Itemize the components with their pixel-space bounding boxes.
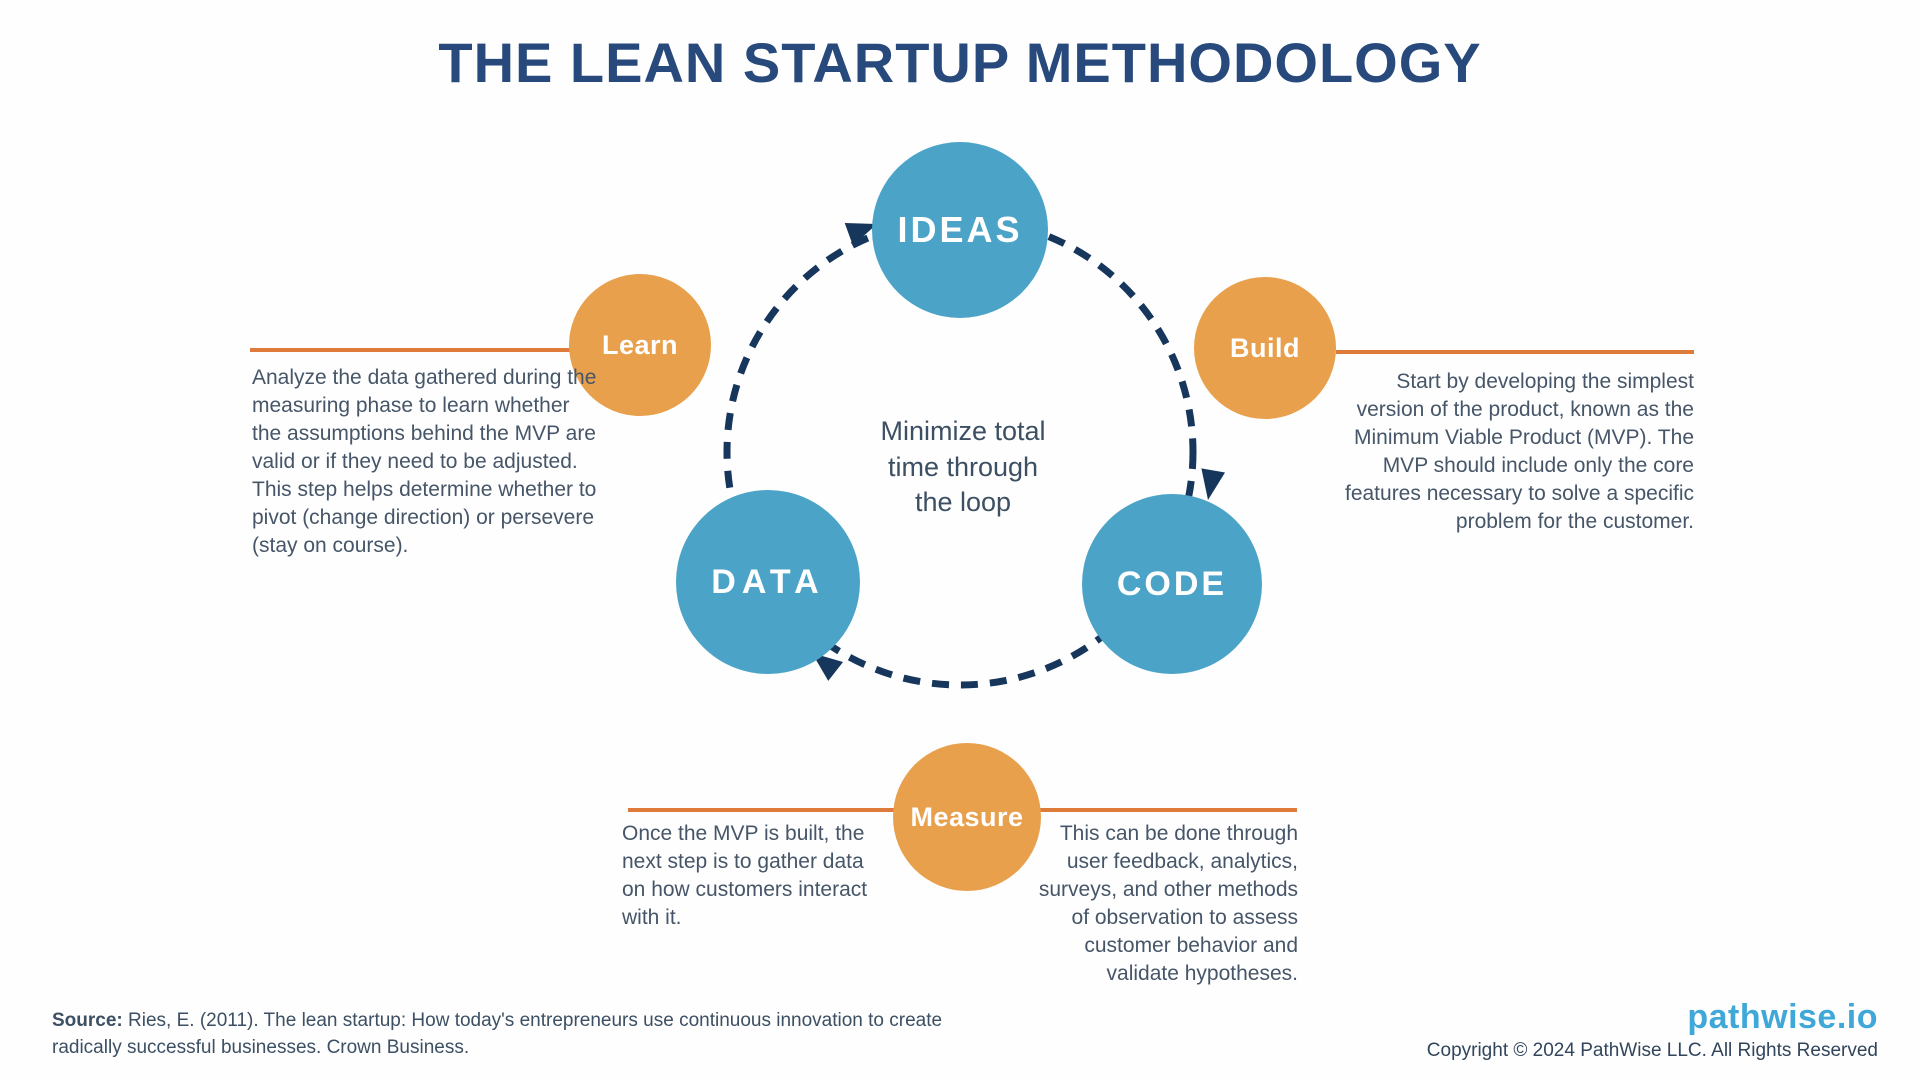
arrow-into-ideas-icon [844, 222, 877, 246]
measure-description-left: Once the MVP is built, the next step is … [622, 822, 868, 929]
code-node-circle: CODE [1082, 494, 1262, 674]
measure-connector-line-left [628, 808, 894, 812]
build-connector-line [1336, 350, 1694, 354]
learn-step-label: Learn [601, 329, 679, 360]
source-text: Ries, E. (2011). The lean startup: How t… [52, 1010, 943, 1058]
build-step-circle: Build [1194, 277, 1336, 419]
measure-description-right: This can be done through user feedback, … [1038, 822, 1298, 985]
code-node-label: CODE [1116, 564, 1228, 603]
measure-connector-line-right [1040, 808, 1297, 812]
build-step-label: Build [1230, 332, 1300, 363]
arrow-into-data-icon [812, 653, 844, 681]
data-node-circle: DATA [676, 490, 860, 674]
measure-step-label: Measure [910, 801, 1024, 832]
pathwise-logo: pathwise.io [1687, 998, 1878, 1036]
ideas-node-label: IDEAS [897, 209, 1023, 250]
source-label: Source: [52, 1010, 123, 1031]
learn-connector-line [250, 348, 570, 352]
page-title: THE LEAN STARTUP METHODOLOGY [438, 31, 1482, 94]
arrow-into-code-icon [1201, 468, 1226, 500]
learn-description: Analyze the data gathered during the mea… [252, 366, 597, 557]
loop-dashed-ring [723, 215, 1197, 689]
build-description: Start by developing the simplest version… [1344, 370, 1694, 533]
source-citation: Source: Ries, E. (2011). The lean startu… [52, 1008, 952, 1062]
ideas-node-circle: IDEAS [872, 142, 1048, 318]
loop-center-note: Minimize total time through the loop [880, 416, 1046, 518]
learn-step-circle: Learn [569, 274, 711, 416]
data-node-label: DATA [711, 562, 825, 601]
measure-step-circle: Measure [893, 743, 1041, 891]
copyright-text: Copyright © 2024 PathWise LLC. All Right… [1426, 1040, 1878, 1061]
